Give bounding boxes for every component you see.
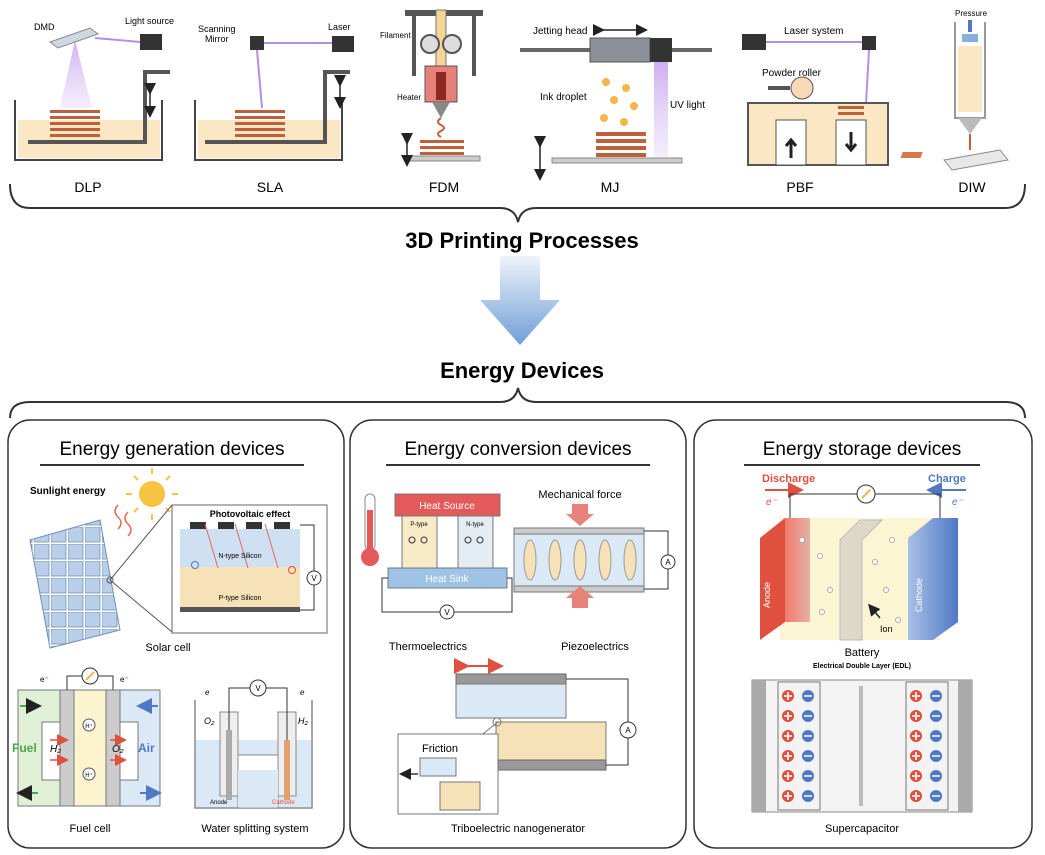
battery-cathode-label: Cathode <box>914 578 924 612</box>
battery-caption: Battery <box>845 647 880 659</box>
fuel-label: Fuel <box>12 741 37 755</box>
edl-label: Electrical Double Layer (EDL) <box>813 663 911 670</box>
fuel-cell-h2: H₂ <box>50 744 61 755</box>
process-name-pbf: PBF <box>786 179 813 195</box>
fdm-filament-label: Filament <box>380 31 411 40</box>
processes-heading: 3D Printing Processes <box>405 228 639 253</box>
mechanical-force-label: Mechanical force <box>538 489 621 501</box>
generation-panel: Energy generation devices Sunlight energ… <box>7 419 345 849</box>
sla-panel: Scanning Mirror Laser <box>194 22 354 161</box>
ws-electron-right: e <box>300 688 305 697</box>
process-name-mj: MJ <box>601 179 620 195</box>
solar-panel <box>29 519 121 649</box>
bottom-brace <box>9 387 1026 419</box>
generation-title: Energy generation devices <box>60 439 285 460</box>
battery-anode <box>760 518 785 640</box>
p-type-label: P-type <box>410 522 428 528</box>
p-silicon-label: P-type Silicon <box>219 595 262 602</box>
ink-droplets <box>600 78 638 126</box>
mj-uv-label: UV light <box>670 100 705 111</box>
heat-source-label: Heat Source <box>419 501 475 512</box>
printed-layers <box>50 110 100 137</box>
battery-electron-left: e⁻ <box>766 497 778 508</box>
process-name-dlp: DLP <box>74 179 101 195</box>
edl-box-right <box>905 681 949 811</box>
friction-label: Friction <box>422 743 458 755</box>
fuel-cell-o2: O₂ <box>112 744 124 755</box>
discharge-label: Discharge <box>762 473 815 485</box>
process-name-fdm: FDM <box>429 179 459 195</box>
fdm-panel: Filament Heater <box>380 9 483 167</box>
conversion-panel: Energy conversion devices Heat Source P-… <box>349 419 687 849</box>
pbf-laser-label: Laser system <box>784 26 843 37</box>
teng-caption: Triboelectric nanogenerator <box>451 823 585 835</box>
fuel-cell-hplus-1: H⁺ <box>85 723 93 730</box>
teng-ammeter: A <box>625 726 631 735</box>
pbf-roller-label: Powder roller <box>762 68 822 79</box>
water-splitting-voltmeter: V <box>255 684 261 693</box>
dmd-mirror <box>48 27 100 49</box>
fdm-heater-label: Heater <box>397 93 421 102</box>
piezoelectrics-caption: Piezoelectrics <box>561 641 629 653</box>
ws-cathode-label: Cathode <box>272 800 295 806</box>
n-type-label: N-type <box>466 522 484 528</box>
diw-pressure-label: Pressure <box>955 9 988 18</box>
n-silicon-label: N-type Silicon <box>218 553 261 560</box>
heat-sink-label: Heat Sink <box>425 574 469 585</box>
air-label: Air <box>138 741 155 755</box>
mj-panel: Jetting head Ink droplet UV light <box>520 24 712 181</box>
battery-ions <box>799 537 901 623</box>
uv-light-beam <box>654 62 668 157</box>
fuel-cell-electron-left: e⁻ <box>40 675 49 684</box>
light-source-icon <box>140 34 162 50</box>
dlp-dmd-label: DMD <box>34 22 55 32</box>
battery-electron-right: e⁻ <box>952 497 964 508</box>
process-name-diw: DIW <box>958 179 986 195</box>
ws-electron-left: e <box>205 688 210 697</box>
piezo-ammeter: A <box>665 558 671 567</box>
ion-label: Ion <box>880 624 893 634</box>
dlp-panel: DMD Light source <box>14 16 174 161</box>
ws-o2-label: O₂ <box>204 716 215 726</box>
thermoelectrics-caption: Thermoelectrics <box>389 641 468 653</box>
sun-icon <box>139 481 165 507</box>
supercapacitor-caption: Supercapacitor <box>825 823 899 835</box>
sunlight-label: Sunlight energy <box>30 486 106 497</box>
scanning-mirror-icon <box>250 36 264 50</box>
charge-label: Charge <box>928 473 966 485</box>
fuel-cell-hplus-2: H⁺ <box>85 772 93 779</box>
solar-voltmeter: V <box>311 574 317 583</box>
storage-title: Energy storage devices <box>763 439 962 460</box>
sla-scanning-label: Scanning <box>198 24 236 34</box>
battery-cathode <box>908 518 958 640</box>
flow-arrow <box>480 256 560 345</box>
diw-panel: Pressure <box>900 9 1009 171</box>
edl-box-left <box>777 681 821 811</box>
top-brace <box>9 183 1026 223</box>
ws-anode-label: Anode <box>210 800 228 806</box>
devices-heading: Energy Devices <box>440 358 604 383</box>
ws-h2-label: H₂ <box>298 716 308 726</box>
thermo-voltmeter: V <box>444 608 450 617</box>
storage-panel: Energy storage devices Discharge e⁻ Char… <box>693 419 1033 849</box>
dlp-light-label: Light source <box>125 16 174 26</box>
sla-laser-label: Laser <box>328 22 351 32</box>
mj-ink-label: Ink droplet <box>540 92 587 103</box>
piezo-dipoles <box>523 539 637 581</box>
thermometer-icon <box>361 548 379 566</box>
process-name-sla: SLA <box>257 179 284 195</box>
mj-jetting-label: Jetting head <box>533 26 588 37</box>
fuel-cell-electron-right: e⁻ <box>120 675 129 684</box>
laser-icon <box>332 36 354 52</box>
photovoltaic-label: Photovoltaic effect <box>210 509 291 519</box>
solar-cell-caption: Solar cell <box>145 642 190 654</box>
battery-anode-label: Anode <box>762 582 772 608</box>
sla-mirror-label: Mirror <box>205 34 229 44</box>
conversion-title: Energy conversion devices <box>404 439 631 460</box>
pbf-panel: Laser system Powder roller <box>742 26 889 166</box>
fuel-cell-caption: Fuel cell <box>70 823 111 835</box>
water-splitting-caption: Water splitting system <box>201 823 308 835</box>
